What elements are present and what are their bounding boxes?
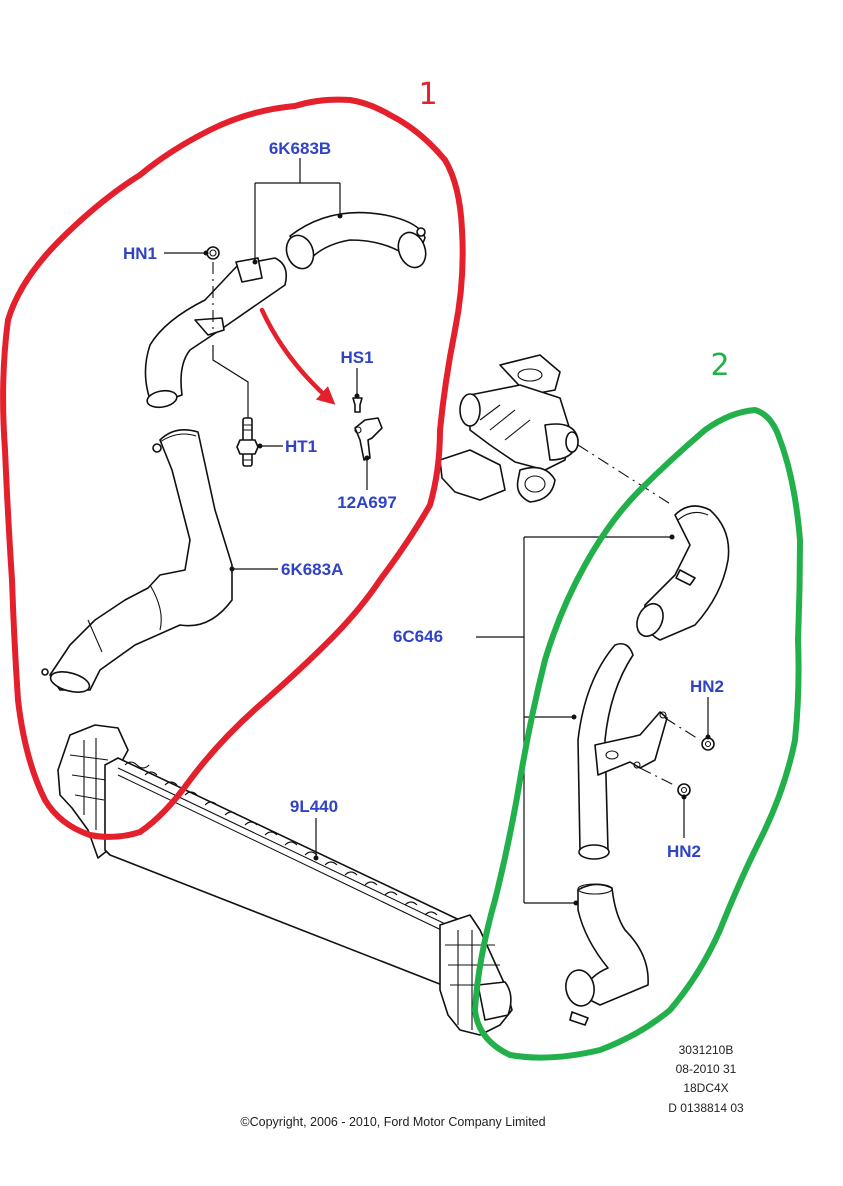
reference-block: 3031210B 08-2010 31 18DC4X D 0138814 03 (668, 1043, 744, 1115)
stud-ht1-part (212, 345, 259, 467)
hose-6k683b-part (144, 211, 427, 409)
nut-hn2-lower-part (639, 767, 691, 797)
callout-hn2-lower: HN2 (667, 842, 701, 861)
callout-6k683a: 6K683A (281, 560, 343, 579)
group-2-outline (472, 407, 803, 1061)
pipe-6c646-middle-tube (577, 642, 668, 860)
pipe-6c646-upper-hose (636, 505, 730, 641)
intercooler-part (57, 724, 513, 1036)
ref-line: 18DC4X (683, 1081, 728, 1095)
callout-hn2-upper: HN2 (690, 677, 724, 696)
copyright-notice: ©Copyright, 2006 - 2010, Ford Motor Comp… (240, 1115, 545, 1129)
red-arrow-annotation (259, 307, 336, 405)
callout-hn1: HN1 (123, 244, 157, 263)
intercooler-fins (124, 761, 438, 916)
group-2-number: 2 (710, 348, 729, 383)
nut-hn2-upper-part (664, 717, 715, 751)
ref-line: 3031210B (679, 1043, 734, 1057)
pipe-6c646-lower-elbow (565, 883, 649, 1026)
group-1-outline (0, 96, 466, 840)
callout-hs1: HS1 (340, 348, 373, 367)
hose-6k683a-part (41, 429, 233, 693)
leader-lines (164, 158, 711, 906)
turbo-to-hose-centerline (577, 444, 673, 506)
callout-6k683b: 6K683B (269, 139, 331, 158)
turbocharger-part (439, 354, 579, 503)
nut-hn1-part (206, 246, 220, 330)
callout-9l440: 9L440 (290, 797, 338, 816)
group-1-number: 1 (418, 77, 437, 112)
callout-6c646: 6C646 (393, 627, 443, 646)
callout-ht1: HT1 (285, 437, 317, 456)
ref-line: 08-2010 31 (676, 1062, 737, 1076)
ref-line: D 0138814 03 (668, 1101, 744, 1115)
sensor-12a697-part (354, 417, 383, 461)
screw-hs1-part (352, 397, 363, 413)
callout-12a697: 12A697 (337, 493, 397, 512)
